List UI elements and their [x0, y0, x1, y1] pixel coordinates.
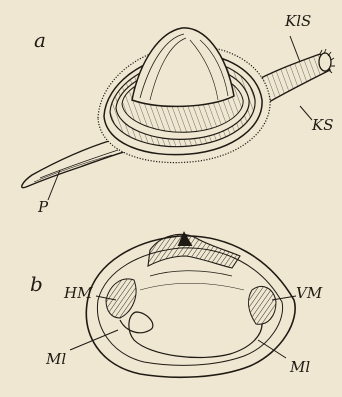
panel-b-letter: b — [30, 274, 43, 294]
shell-b-drawing — [70, 232, 296, 377]
ks-label: KS — [312, 118, 333, 133]
ml-left-label: Ml — [46, 352, 66, 367]
shell-a-drawing — [22, 28, 335, 200]
ks-leader — [300, 106, 312, 120]
p-label: P — [38, 200, 48, 215]
ml-right-label: Ml — [290, 360, 310, 375]
kls-leader — [290, 36, 300, 62]
vm-label: VM — [296, 286, 322, 301]
panel-a-letter: a — [34, 30, 46, 50]
hm-label: HM — [64, 286, 92, 301]
kls-label: KlS — [285, 14, 311, 29]
